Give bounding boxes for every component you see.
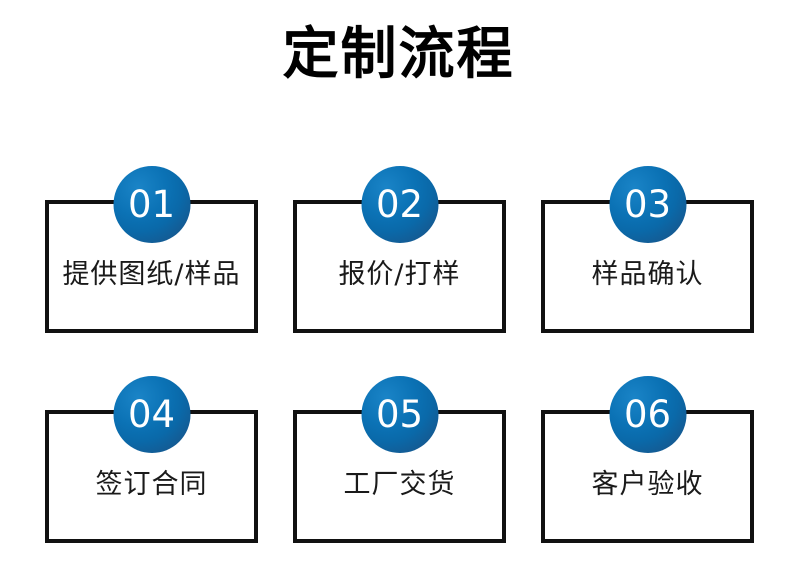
step-number-badge-06: 06 [609, 376, 686, 453]
step-number-badge-02: 02 [361, 166, 438, 243]
step-text-label: 报价/打样 [338, 258, 461, 290]
step-number-label: 04 [127, 393, 176, 436]
step-text-label: 样品确认 [591, 258, 704, 290]
step-number-badge-04: 04 [113, 376, 190, 453]
step-number-badge-03: 03 [609, 166, 686, 243]
flow-steps-grid: 01 提供图纸/样品 02 报价/打样 03 样品确认 04 签订合同 05 [45, 166, 755, 543]
step-number-badge-01: 01 [113, 166, 190, 243]
step-number-label: 06 [623, 393, 672, 436]
flow-step-card-06[interactable]: 06 客户验收 [541, 376, 754, 543]
step-text-label: 提供图纸/样品 [62, 258, 241, 290]
step-number-badge-05: 05 [361, 376, 438, 453]
step-text-label: 签订合同 [95, 468, 208, 500]
step-text-label: 客户验收 [591, 468, 704, 500]
flow-step-card-05[interactable]: 05 工厂交货 [293, 376, 506, 543]
flow-step-card-03[interactable]: 03 样品确认 [541, 166, 754, 333]
step-number-label: 03 [623, 183, 672, 226]
page-title: 定制流程 [282, 22, 515, 87]
flow-step-card-01[interactable]: 01 提供图纸/样品 [45, 166, 258, 333]
step-number-label: 01 [127, 183, 176, 226]
flow-step-card-04[interactable]: 04 签订合同 [45, 376, 258, 543]
step-number-label: 05 [375, 393, 424, 436]
flow-step-card-02[interactable]: 02 报价/打样 [293, 166, 506, 333]
step-text-label: 工厂交货 [343, 468, 456, 500]
step-number-label: 02 [375, 183, 424, 226]
